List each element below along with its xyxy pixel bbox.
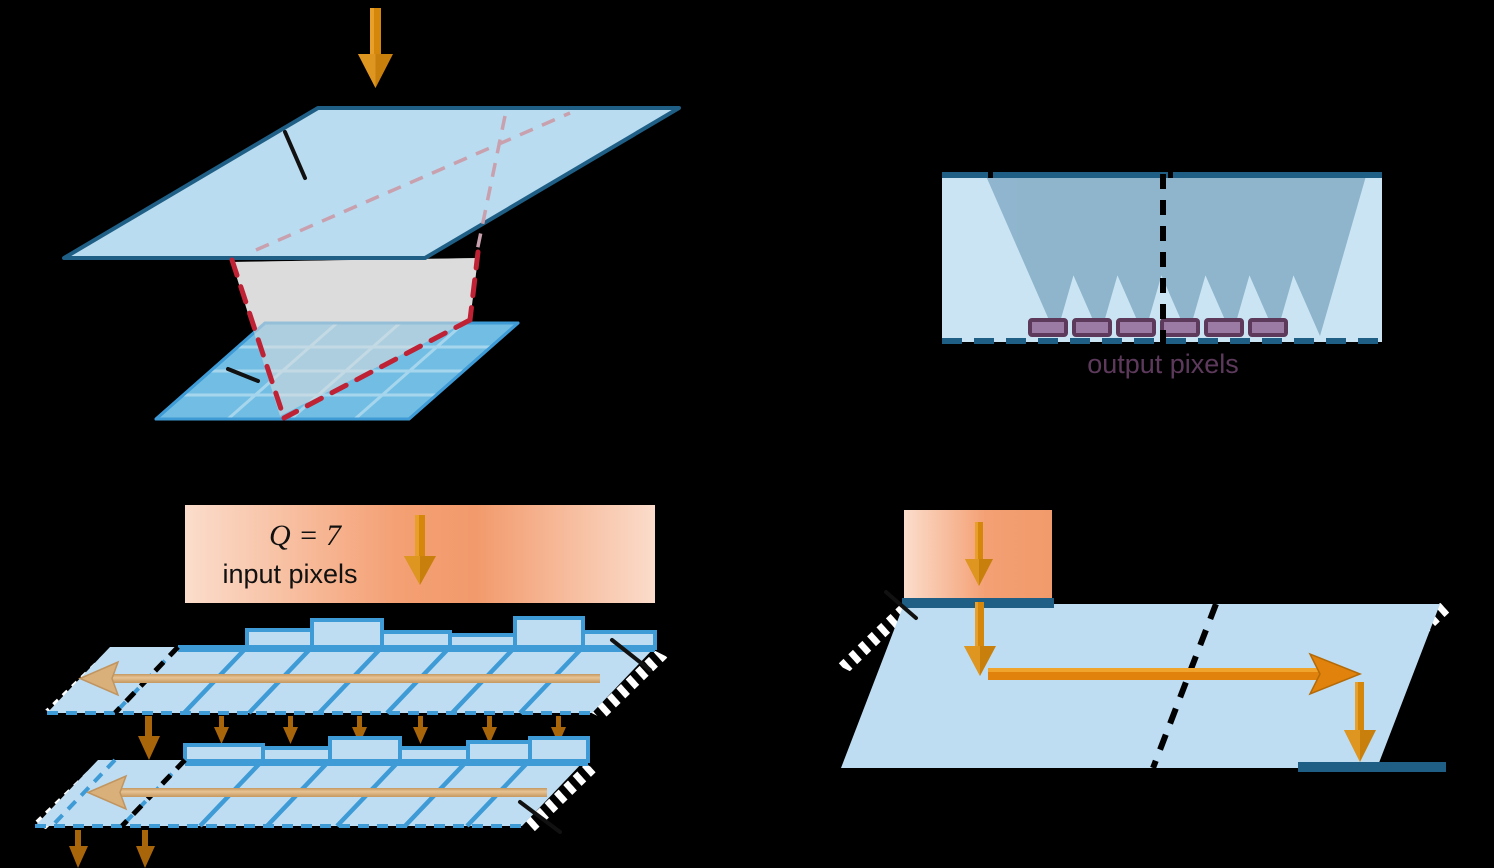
output-pixel [1204,318,1244,337]
sweep-arrow-left [86,774,547,811]
slab-top-rail [185,759,588,766]
tick-mark [610,638,652,672]
bottom-drop-arrows [69,830,155,868]
drop-arrow-icon [283,716,298,744]
sweep-arrow-right [988,652,1363,696]
down-arrow-icon [965,522,993,586]
panel-single-slab-sweep [834,480,1494,820]
panel-two-plane-frustum [0,0,760,440]
drop-arrow-icon [214,716,229,744]
output-pixel [1116,318,1156,337]
drop-arrow-icon [136,830,155,868]
drop-arrow-row [138,716,566,760]
drop-arrow-icon [413,716,428,744]
drop-arrow-icon [551,716,566,744]
output-pixel-group [1028,318,1288,337]
right-down-arrow-icon [1344,682,1376,762]
slab-body-main [841,604,1440,768]
input-pixels-label: input pixels [222,559,357,589]
frustum-overlay [232,258,478,416]
tick-marks [226,130,307,383]
output-pixel [1072,318,1112,337]
upper-image-plane [62,106,681,260]
output-pixels-label: output pixels [1087,349,1239,379]
tick-mark [884,590,918,620]
output-pixel [1248,318,1288,337]
slab-lower [30,736,601,834]
output-pixel [1028,318,1068,337]
reconstruction-cones [986,176,1366,336]
panel-cone-footprints: output pixels [880,140,1440,410]
output-pixel [1160,318,1200,337]
sweep-arrow-left [78,660,600,697]
q-equation-label: Q = 7 [269,519,343,552]
frustum-edges-dashed [229,249,481,421]
input-down-arrow-icon [404,515,436,585]
slab-rail-bottom-right [1298,762,1446,772]
center-dashed-line [1150,602,1219,770]
drop-arrow-icon [138,716,160,760]
down-arrow-icon [358,8,393,88]
left-down-arrow-icon [964,602,996,676]
slab-upper [42,616,671,721]
projection-dashed-lines [255,111,571,257]
drop-arrow-icon [352,716,367,744]
drop-arrow-icon [69,830,88,868]
slab-top-rail [178,645,655,652]
panel-stacked-slabs: Q = 7 input pixels [0,480,720,868]
drop-arrow-icon [482,716,497,744]
tick-mark [518,800,562,834]
